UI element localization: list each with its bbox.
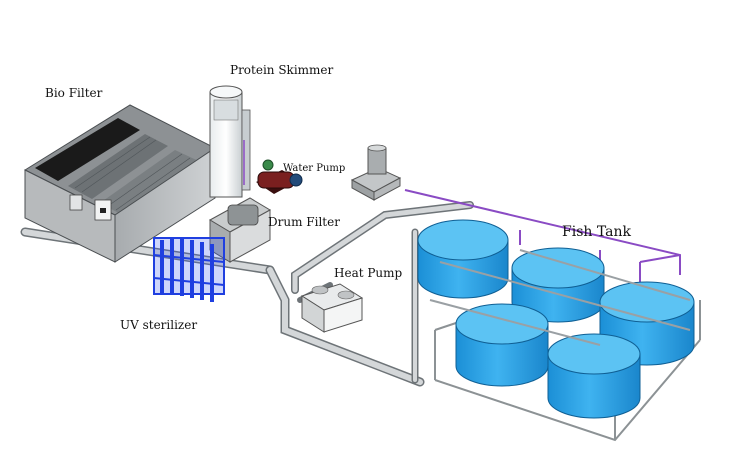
blower-unit [350, 144, 402, 201]
water-pump [256, 159, 303, 194]
heat-pump-unit [300, 283, 364, 333]
drum-filter [208, 197, 272, 263]
protein-skimmer-column [209, 85, 251, 198]
label-fish-tank: Fish Tank [562, 224, 631, 240]
fish-tank-1 [417, 219, 509, 299]
label-uv-sterilizer: UV sterilizer [120, 318, 198, 332]
label-drum-filter: Drum Filter [268, 215, 340, 229]
label-protein-skimmer: Protein Skimmer [230, 63, 334, 77]
uv-sterilizer-rack [153, 237, 225, 302]
bio-filter-tank [23, 104, 216, 263]
aeration-line [404, 189, 681, 285]
label-heat-pump: Heat Pump [334, 266, 403, 280]
label-bio-filter: Bio Filter [45, 86, 103, 100]
label-water-pump: Water Pump [283, 163, 346, 174]
tank-rails [429, 249, 691, 346]
fish-tank-4 [455, 303, 549, 387]
fish-tank-5 [547, 333, 641, 419]
